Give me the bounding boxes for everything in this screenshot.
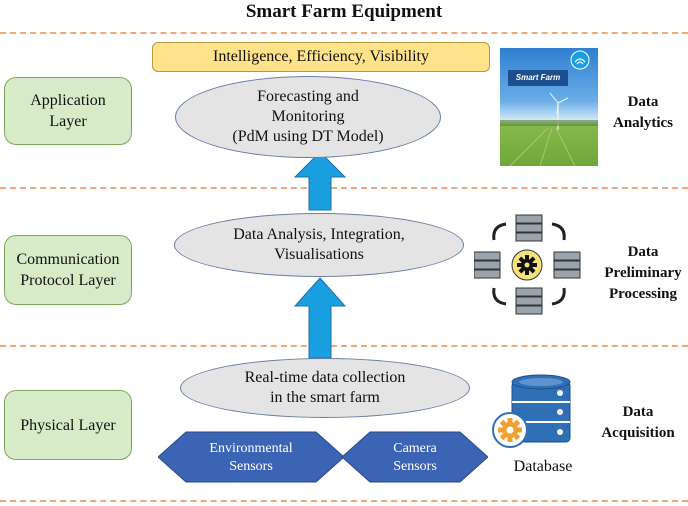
server-network-icon bbox=[474, 214, 581, 315]
database-label: Database bbox=[513, 458, 573, 475]
smart-farm-photo: Smart Farm bbox=[500, 48, 598, 166]
preliminary-line-3: Processing bbox=[608, 286, 678, 302]
upper-arrow bbox=[293, 151, 347, 211]
analytics-line-1: Data bbox=[627, 94, 659, 110]
preliminary-line-1: Data bbox=[627, 244, 659, 260]
environmental-sensor-label: Environmental Sensors bbox=[186, 436, 316, 480]
environmental-line-2: Sensors bbox=[229, 459, 273, 474]
forecasting-line-1: Forecasting and bbox=[257, 88, 359, 105]
collection-ellipse: Real-time data collection in the smart f… bbox=[180, 358, 470, 418]
divider-top bbox=[0, 32, 688, 34]
data-preliminary-processing-label: Data Preliminary Processing bbox=[598, 242, 688, 305]
forecasting-ellipse: Forecasting and Monitoring (PdM using DT… bbox=[175, 76, 441, 158]
data-acquisition-label: Data Acquisition bbox=[590, 402, 686, 444]
database-gear-icon bbox=[492, 374, 571, 448]
camera-line-2: Sensors bbox=[393, 459, 437, 474]
divider-bottom bbox=[0, 500, 688, 502]
data-analytics-label: Data Analytics bbox=[598, 92, 688, 134]
communication-layer-label: Communication Protocol Layer bbox=[16, 251, 120, 289]
smart-farm-photo-label: Smart Farm bbox=[508, 70, 568, 86]
gear-icon bbox=[517, 255, 537, 275]
wind-turbine-icon bbox=[500, 50, 598, 166]
forecasting-line-2: Monitoring bbox=[271, 108, 345, 125]
analytics-line-2: Analytics bbox=[613, 115, 673, 131]
collection-line-2: in the smart farm bbox=[270, 389, 380, 406]
physical-layer-box: Physical Layer bbox=[4, 390, 132, 460]
communication-layer-box: Communication Protocol Layer bbox=[4, 235, 132, 305]
analysis-line-2: Visualisations bbox=[274, 246, 364, 263]
forecasting-line-3: (PdM using DT Model) bbox=[232, 128, 384, 145]
sensor-hexagons bbox=[158, 431, 488, 483]
camera-sensor-label: Camera Sensors bbox=[370, 436, 460, 480]
camera-line-1: Camera bbox=[393, 441, 437, 456]
application-layer-label: Application Layer bbox=[30, 92, 106, 130]
lower-arrow bbox=[293, 277, 347, 359]
intelligence-banner: Intelligence, Efficiency, Visibility bbox=[152, 42, 490, 72]
camera-sensor-hexagon bbox=[341, 431, 488, 483]
divider-lower bbox=[0, 345, 688, 347]
analysis-line-1: Data Analysis, Integration, bbox=[233, 226, 405, 243]
analysis-ellipse: Data Analysis, Integration, Visualisatio… bbox=[174, 213, 464, 277]
flow-arrows bbox=[293, 151, 347, 359]
diagram-title: Smart Farm Equipment bbox=[245, 1, 443, 22]
preliminary-line-2: Preliminary bbox=[604, 265, 682, 281]
application-layer-box: Application Layer bbox=[4, 77, 132, 145]
banner-text: Intelligence, Efficiency, Visibility bbox=[212, 48, 429, 65]
acquisition-line-1: Data bbox=[622, 404, 654, 420]
physical-layer-label: Physical Layer bbox=[20, 416, 116, 434]
collection-line-1: Real-time data collection bbox=[244, 369, 406, 386]
environmental-line-1: Environmental bbox=[209, 441, 293, 456]
acquisition-line-2: Acquisition bbox=[601, 425, 675, 441]
divider-upper bbox=[0, 187, 688, 189]
